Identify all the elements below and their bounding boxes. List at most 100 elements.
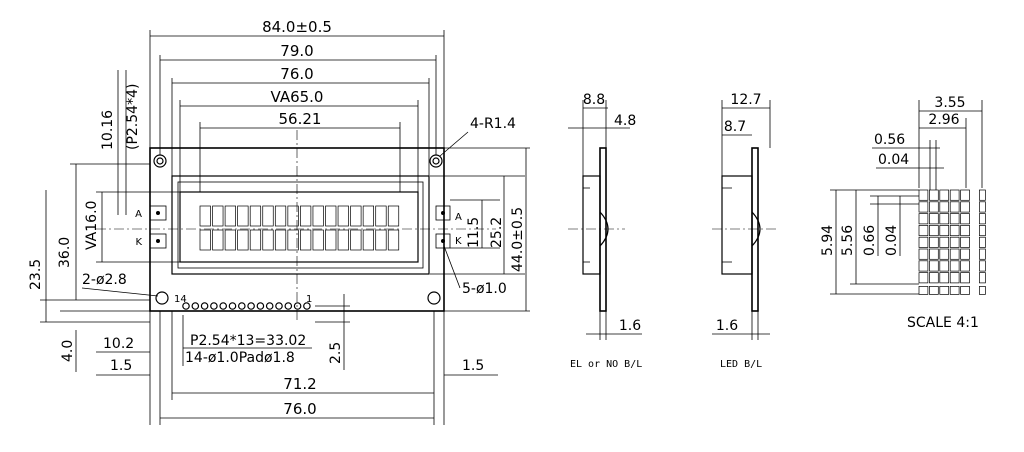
character-cell: [387, 205, 400, 227]
character-dot-matrix: [918, 189, 986, 295]
matrix-dot: [929, 260, 939, 272]
matrix-dot: [949, 213, 960, 225]
matrix-dot: [939, 213, 950, 225]
pin: [238, 302, 246, 310]
led-caption: LED B/L: [720, 359, 762, 370]
overall-width-dim: 84.0±0.5: [262, 18, 332, 36]
matrix-dot: [979, 225, 986, 237]
pin-header: [182, 302, 311, 310]
character-cell: [325, 205, 337, 227]
bottom-pitch-dim: 71.2: [283, 375, 316, 393]
mount-hole-top-left: [153, 154, 167, 168]
matrix-dot: [918, 213, 929, 225]
detail-view: 3.55 2.96 0.56 0.04 5.94 5.56 0.66 0.04 …: [820, 95, 986, 331]
matrix-dot: [960, 236, 970, 248]
matrix-dot: [979, 189, 986, 201]
pin: [219, 302, 228, 310]
character-cell: [350, 205, 362, 227]
dot-width-dim: 0.56: [874, 132, 905, 148]
bezel-outline: [171, 175, 430, 275]
character-cell: [212, 229, 224, 251]
pin: [275, 302, 283, 310]
dot-pitch-width-dim: 2.96: [928, 112, 959, 128]
led-pcb-thickness-dim: 1.6: [716, 318, 738, 334]
hole-diameter-label: 2-ø2.8: [82, 272, 127, 288]
pin: [293, 302, 302, 310]
character-cell: [199, 205, 211, 227]
active-area-width-dim: 56.21: [279, 110, 322, 128]
pin: [228, 302, 237, 310]
character-cell: [274, 229, 287, 251]
left-offset-b-dim: 1.5: [110, 358, 132, 374]
character-cell: [362, 229, 374, 251]
matrix-dot: [939, 225, 950, 237]
led-module-thickness-dim: 8.7: [724, 119, 746, 135]
pin-pitch-note: (P2.54*4): [125, 84, 141, 150]
matrix-dot: [929, 213, 939, 225]
mount-hole-bottom-right: [427, 291, 441, 305]
pin-last-label: 1: [306, 294, 312, 305]
cursor-dot: [960, 286, 970, 295]
dot-gap-dim: 0.04: [878, 152, 909, 168]
cursor-dot: [979, 286, 986, 295]
cursor-dot: [929, 286, 939, 295]
character-cell: [224, 205, 236, 227]
matrix-dot: [949, 189, 960, 201]
character-cell: [212, 205, 224, 227]
matrix-dot: [929, 201, 939, 213]
led-depth-dim: 12.7: [730, 92, 761, 108]
front-view: A K A K 14 1 84.0±0.5 79.0 76.0 VA65.0: [28, 18, 530, 425]
pin: [256, 302, 265, 310]
pin-pad-label: 14-ø1.0Padø1.8: [185, 350, 295, 366]
cursor-dot: [939, 286, 950, 295]
matrix-dot: [960, 272, 970, 284]
pin: [265, 302, 274, 310]
mount-hole-top-right: [429, 154, 443, 168]
backlight-pitch-dim: 11.5: [466, 217, 482, 248]
matrix-dot: [949, 272, 960, 284]
matrix-dot: [939, 260, 950, 272]
matrix-dot: [939, 201, 950, 213]
character-cell: [199, 229, 211, 251]
matrix-dot: [960, 189, 970, 201]
matrix-dot: [949, 225, 960, 237]
character-cell: [262, 229, 274, 251]
matrix-dot: [918, 189, 929, 201]
cursor-dot: [918, 286, 929, 295]
matrix-dot: [918, 225, 929, 237]
bottom-offset-dim: 4.0: [60, 340, 76, 362]
right-offset-dim: 1.5: [462, 358, 484, 374]
bezel-inner: [177, 181, 424, 269]
character-cell: [375, 229, 387, 251]
character-cell: [249, 205, 262, 227]
matrix-dot: [949, 260, 960, 272]
matrix-dot: [918, 236, 929, 248]
side-view-el: 8.8 4.8 1.6 EL or NO B/L: [568, 92, 642, 370]
matrix-dot: [939, 272, 950, 284]
character-cell: [262, 205, 274, 227]
matrix-dot: [949, 248, 960, 260]
character-cell: [287, 205, 299, 227]
anode-label-left: A: [135, 209, 142, 220]
el-pcb-thickness-dim: 1.6: [619, 318, 641, 334]
pin: [210, 302, 218, 310]
character-cell: [224, 229, 236, 251]
character-cell: [325, 229, 337, 251]
mount-hole-bottom-left: [155, 291, 169, 305]
dot-height-dim: 0.66: [862, 225, 878, 256]
char-width-dim: 3.55: [934, 95, 965, 111]
matrix-dot: [918, 260, 929, 272]
matrix-dot: [979, 201, 986, 213]
matrix-dot: [929, 189, 939, 201]
character-cell: [300, 229, 312, 251]
matrix-dot: [949, 201, 960, 213]
pin-pitch-value: 10.16: [100, 110, 116, 150]
dot-rows-height-dim: 5.56: [840, 225, 856, 256]
character-cell: [312, 229, 324, 251]
matrix-dot: [929, 272, 939, 284]
pin: [182, 302, 190, 310]
matrix-dot: [939, 248, 950, 260]
pin-pitch-total-label: P2.54*13=33.02: [190, 333, 306, 349]
matrix-dot: [960, 201, 970, 213]
